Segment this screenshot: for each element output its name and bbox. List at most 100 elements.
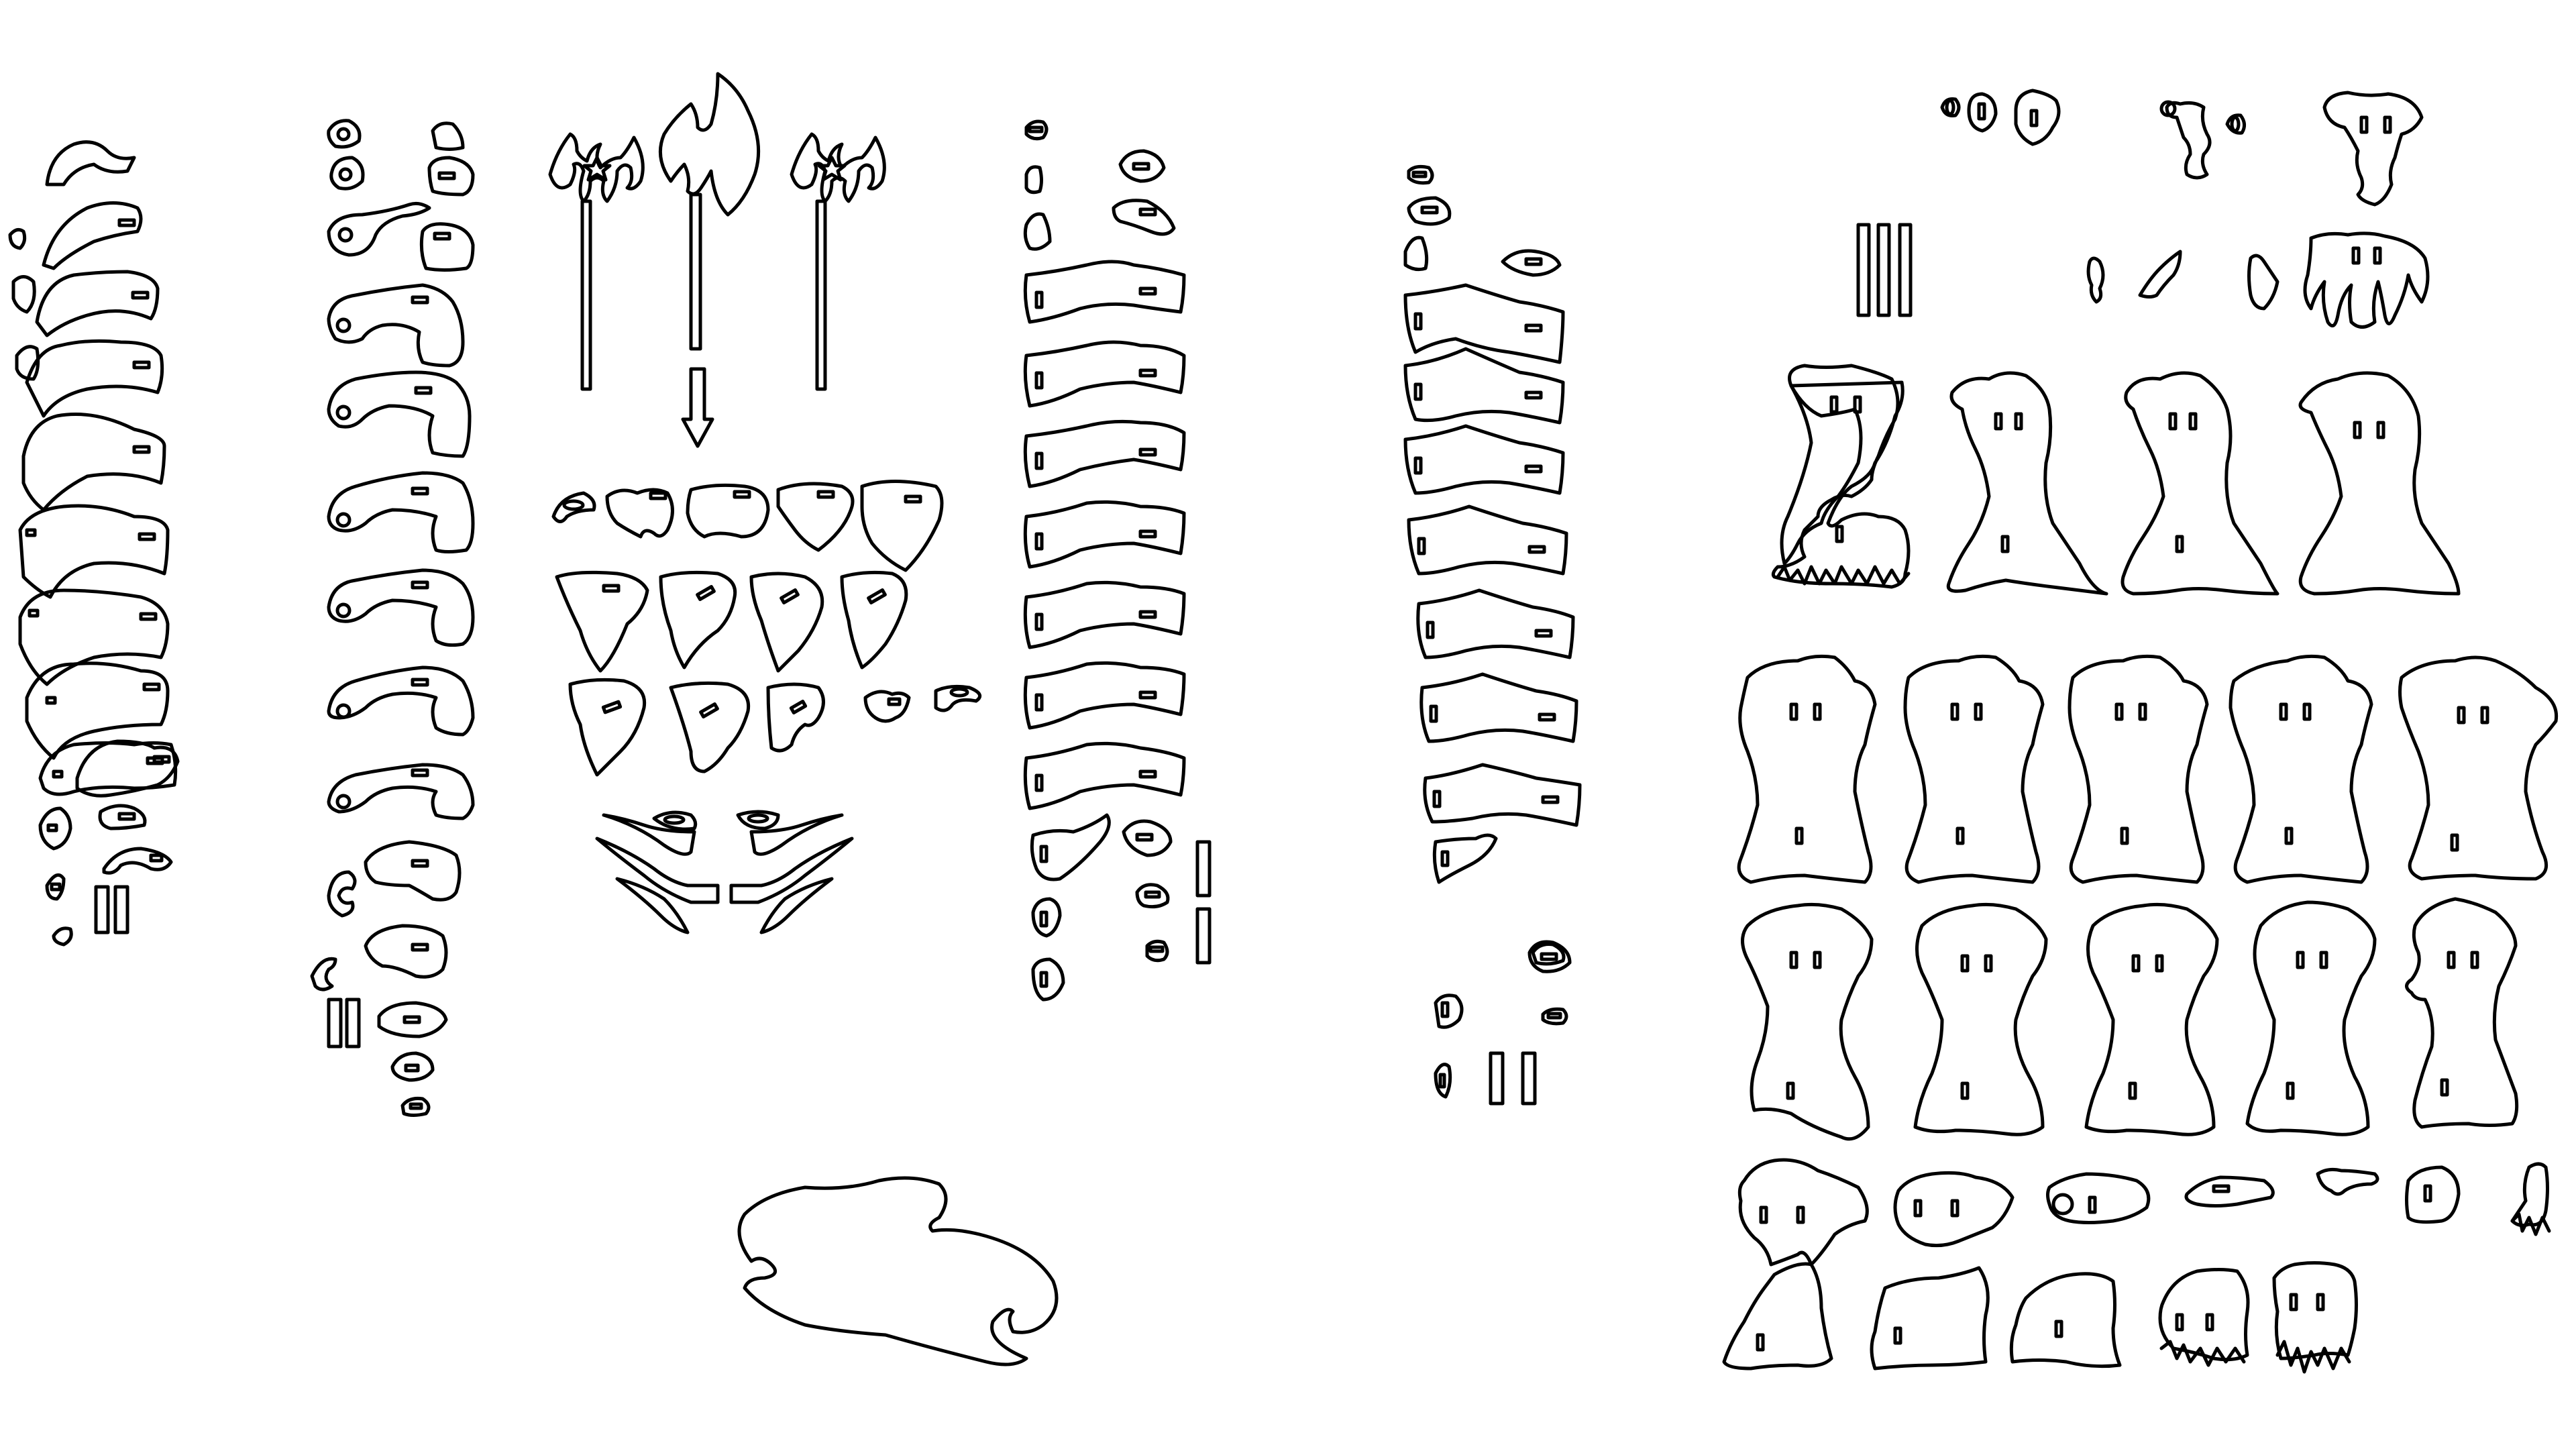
pelvis-piece — [2316, 1167, 2379, 1196]
slot — [411, 943, 429, 952]
vertebra-piece — [42, 201, 143, 270]
slot — [1813, 702, 1822, 721]
pin-hole — [337, 227, 354, 243]
joint-piece — [431, 121, 465, 151]
spacer-bar — [1195, 840, 1212, 898]
slot — [1138, 610, 1157, 619]
vertebra-piece — [25, 339, 164, 418]
rib-piece — [1432, 833, 1498, 884]
slot — [699, 702, 719, 718]
slot — [411, 768, 429, 777]
claw-spike — [615, 877, 690, 934]
slot — [2212, 1184, 2231, 1193]
plate — [605, 488, 674, 539]
slot — [131, 290, 150, 300]
skull-piece — [2247, 254, 2279, 311]
slot — [1034, 773, 1044, 792]
pelvis-piece — [1893, 1171, 2015, 1248]
rib-piece — [1403, 283, 1565, 364]
fringe — [2159, 1340, 2246, 1367]
slot — [2286, 1081, 2295, 1100]
slot — [132, 445, 151, 454]
base-plate — [737, 1176, 1059, 1366]
jaw-piece — [2014, 89, 2061, 146]
slot — [2296, 951, 2305, 969]
slot — [1138, 286, 1157, 296]
slot — [1960, 1081, 1970, 1100]
joint-piece — [400, 1097, 431, 1117]
torso-piece — [2121, 371, 2279, 596]
slot — [411, 580, 429, 590]
slot — [1950, 702, 1960, 721]
joint-piece — [327, 568, 475, 647]
vertebra-piece — [98, 804, 147, 830]
rib-piece — [1407, 504, 1568, 576]
spacer-bar — [1489, 1051, 1505, 1106]
slot — [1813, 951, 1822, 969]
slot — [1440, 850, 1450, 867]
plate — [766, 682, 825, 753]
pelvis-piece — [1737, 1158, 1869, 1267]
hook-piece — [327, 870, 357, 918]
spacer-bar — [1856, 223, 1871, 317]
small-plates-rows — [551, 480, 982, 777]
fanged-mask — [2303, 231, 2430, 329]
slot — [1039, 845, 1049, 863]
rib-piece — [1407, 196, 1452, 226]
slot — [1955, 826, 1965, 845]
slot — [1138, 207, 1157, 217]
joint-piece — [327, 370, 472, 458]
slot — [2353, 421, 2362, 439]
vertebra-piece — [45, 873, 66, 901]
slot — [780, 588, 800, 604]
axe-spike — [681, 367, 714, 448]
plate — [776, 482, 855, 552]
slot — [411, 295, 429, 305]
skull-piece — [2086, 256, 2105, 304]
slot — [1540, 952, 1558, 961]
torso-piece — [1780, 384, 1863, 566]
torso-piece — [1903, 654, 2045, 884]
slot — [117, 812, 136, 821]
slot — [2029, 109, 2039, 127]
pin-hole — [338, 167, 353, 182]
slot — [2319, 951, 2328, 969]
rib-piece — [1403, 424, 1565, 495]
vertebra-piece — [52, 926, 73, 947]
slot — [411, 859, 429, 868]
leg-piece — [2158, 1268, 2250, 1362]
slot — [1138, 447, 1157, 457]
plate — [749, 572, 824, 673]
pelvis-piece — [2405, 1165, 2461, 1224]
slot — [52, 769, 64, 779]
slot — [2128, 1081, 2137, 1100]
slot — [2383, 115, 2392, 134]
torso-piece — [2068, 654, 2209, 884]
vertebra-piece — [38, 806, 72, 851]
rib-piece — [1501, 249, 1562, 277]
star-emblem — [582, 156, 612, 182]
torso-piece — [1771, 364, 1911, 589]
slot — [1138, 769, 1157, 779]
slot — [149, 853, 164, 863]
eye-piece — [1967, 92, 1998, 133]
fringe — [1776, 565, 1911, 586]
joint-piece — [327, 201, 431, 257]
slot — [414, 386, 433, 395]
leg-piece — [2272, 1261, 2358, 1360]
slot — [1034, 693, 1044, 712]
slot — [1796, 1205, 1805, 1224]
joint-piece — [427, 156, 475, 197]
claw-spike — [595, 837, 720, 904]
slot — [2114, 702, 2124, 721]
rib-piece — [1407, 164, 1434, 185]
torso-piece — [2398, 655, 2559, 881]
plate — [659, 570, 737, 669]
base-plate-outline — [737, 1176, 1059, 1366]
pin-hole — [335, 602, 352, 619]
slot — [1853, 395, 1862, 414]
joint-piece — [327, 283, 465, 368]
slot — [437, 171, 456, 180]
slot — [2054, 1320, 2063, 1338]
rib-piece — [1145, 939, 1169, 963]
